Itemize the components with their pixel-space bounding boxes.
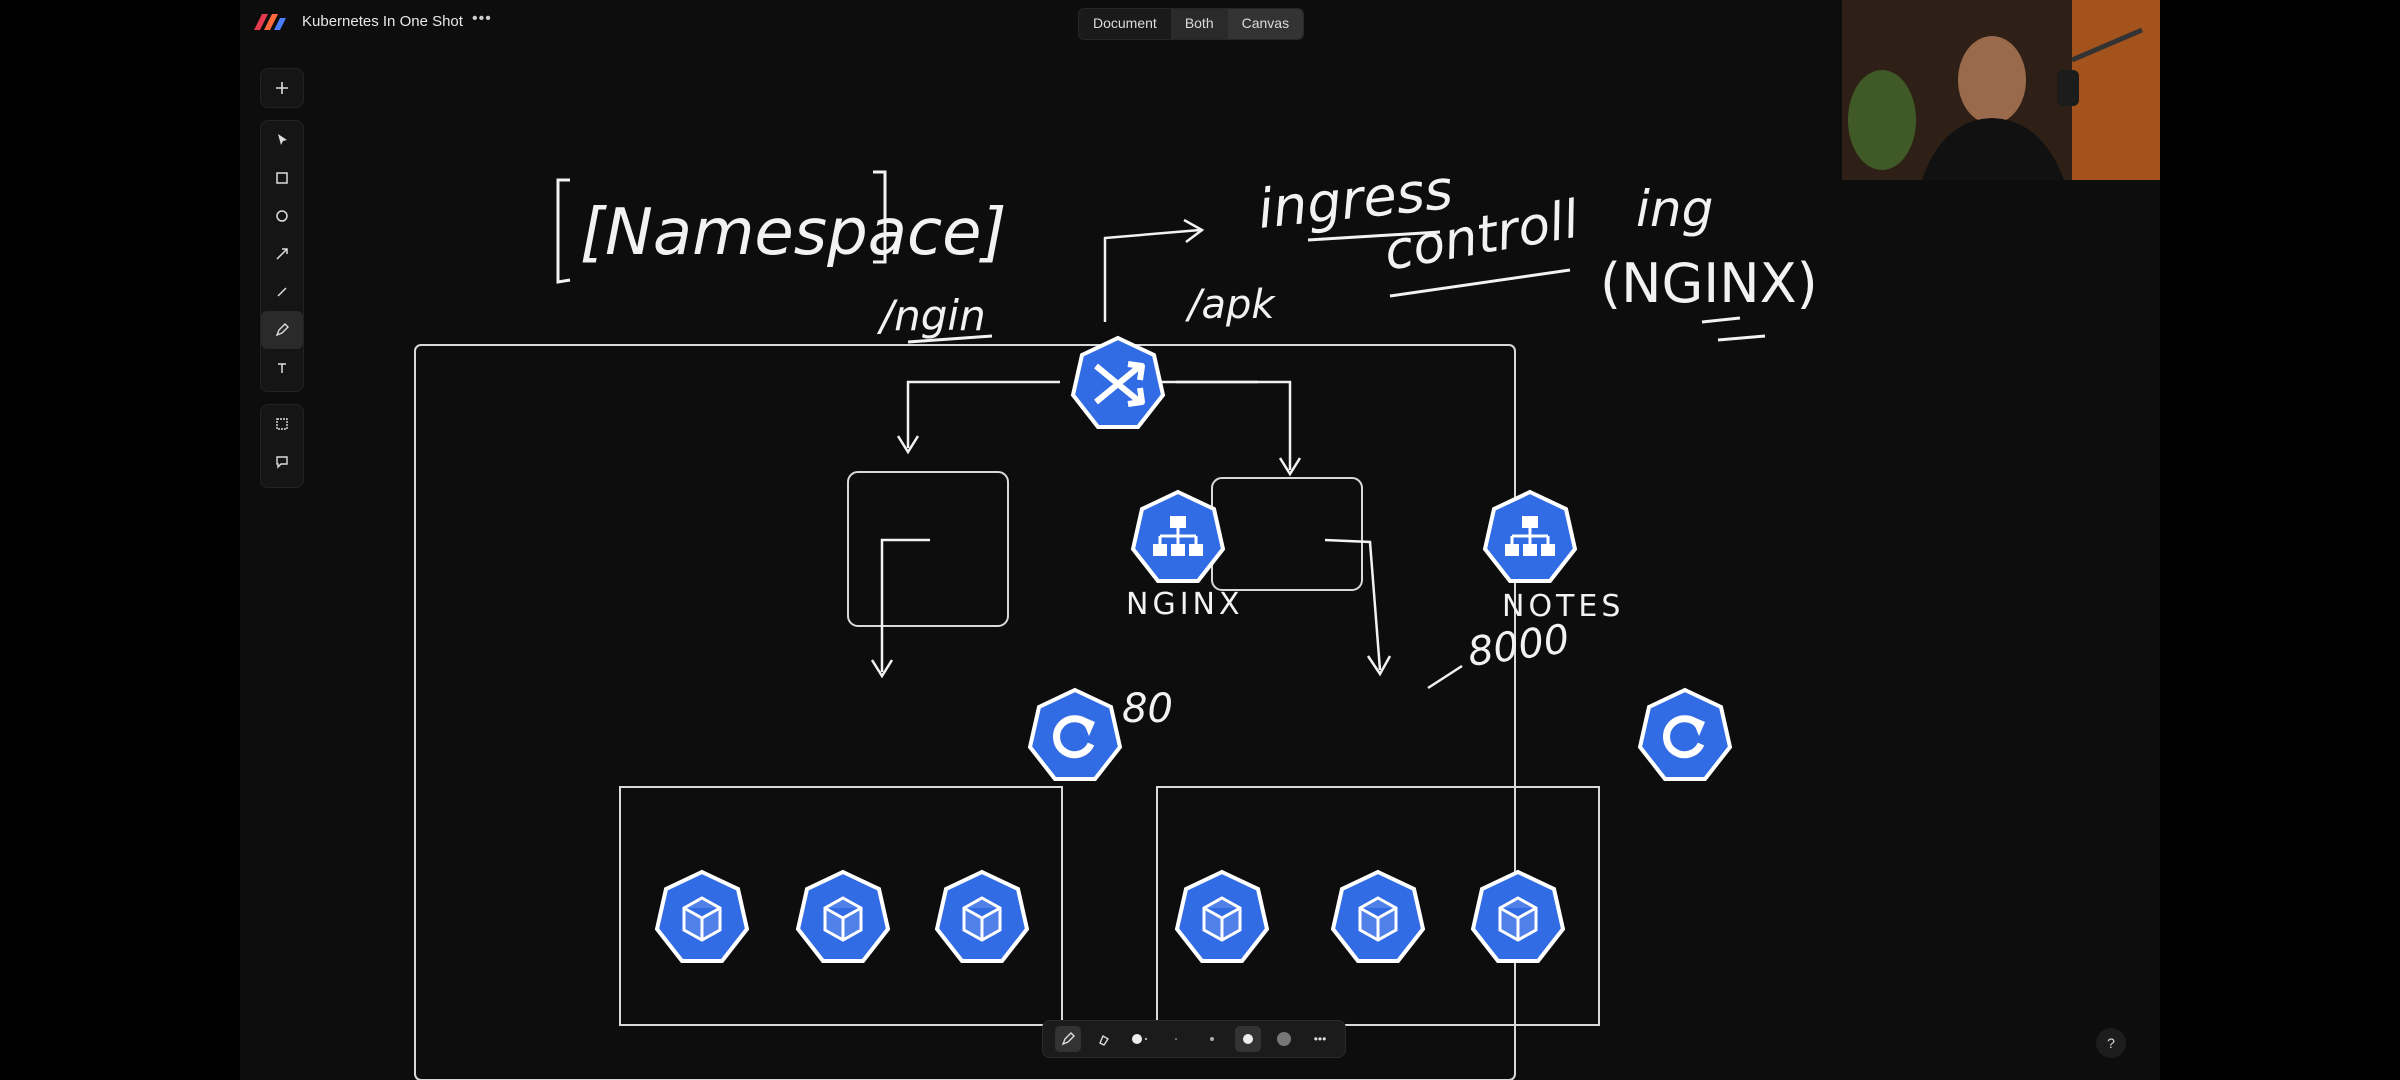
stroke-m-icon[interactable]: [1235, 1026, 1261, 1052]
nginx-underline: [1701, 316, 1766, 342]
service-icon-notes: [1483, 490, 1577, 583]
drawbar-more-icon[interactable]: •••: [1313, 1032, 1327, 1046]
whiteboard-canvas[interactable]: [Namespace] ingress controll ing (NGINX)…: [240, 46, 2160, 1080]
document-title[interactable]: Kubernetes In One Shot: [302, 13, 463, 30]
top-bar: Kubernetes In One Shot ••• Document Both…: [240, 0, 2160, 46]
presenter-webcam: [1842, 0, 2160, 180]
help-button[interactable]: ?: [2096, 1028, 2126, 1058]
service-box-left: [847, 471, 1009, 627]
app-logo-icon: [254, 14, 286, 30]
pencil-icon[interactable]: [261, 311, 303, 349]
extra-tools-group: [260, 404, 304, 488]
comment-icon[interactable]: [261, 443, 303, 481]
ing-label: ing: [1636, 180, 1713, 238]
rectangle-icon[interactable]: [261, 159, 303, 197]
app-window: Kubernetes In One Shot ••• Document Both…: [240, 0, 2160, 1080]
more-options-icon[interactable]: •••: [472, 10, 492, 27]
service-icon-nginx: [1131, 490, 1225, 583]
path-apk-label: /apk: [1185, 282, 1276, 328]
stroke-xs-icon[interactable]: [1163, 1026, 1189, 1052]
text-icon[interactable]: [261, 349, 303, 387]
arrow-icon[interactable]: [261, 235, 303, 273]
pod-icon: [935, 870, 1029, 963]
add-icon[interactable]: [261, 69, 303, 107]
tab-document[interactable]: Document: [1093, 15, 1157, 31]
pod-icon: [1331, 870, 1425, 963]
pod-icon: [796, 870, 890, 963]
ellipse-icon[interactable]: [261, 197, 303, 235]
service-box-right: [1211, 477, 1363, 591]
deployment-icon-left: [1028, 688, 1122, 781]
left-toolbar: [260, 68, 304, 488]
port-left-label: 80: [1122, 686, 1173, 732]
ingress-icon: [1071, 336, 1165, 429]
drawing-toolbar: •••: [1042, 1020, 1346, 1058]
namespace-bracket: [556, 170, 887, 284]
service-right-label: NOTES: [1502, 589, 1624, 624]
presenter-image: [1842, 0, 2160, 180]
namespace-boundary: [414, 344, 1516, 1080]
nginx-controller-label: (NGINX): [1600, 252, 1818, 315]
tab-both[interactable]: Both: [1170, 9, 1228, 39]
stroke-l-icon[interactable]: [1271, 1026, 1297, 1052]
service-left-label: NGINX: [1126, 587, 1244, 622]
drawing-tools-group: [260, 120, 304, 392]
line-icon[interactable]: [261, 273, 303, 311]
controller-underline: [1389, 268, 1571, 298]
deployment-icon-right: [1638, 688, 1732, 781]
select-cursor-icon[interactable]: [261, 121, 303, 159]
pod-icon: [1471, 870, 1565, 963]
pods-group-left: [619, 786, 1063, 1026]
path-nginx-underline: [907, 334, 993, 344]
frame-icon[interactable]: [261, 405, 303, 443]
view-switch: Document Both Canvas: [1078, 8, 1305, 40]
pod-icon: [655, 870, 749, 963]
color-picker-icon[interactable]: [1127, 1026, 1153, 1052]
port-right-label: 8000: [1465, 616, 1572, 676]
highlighter-icon[interactable]: [1091, 1026, 1117, 1052]
add-group: [260, 68, 304, 108]
pods-group-right: [1156, 786, 1600, 1026]
stroke-s-icon[interactable]: [1199, 1026, 1225, 1052]
namespace-label: [Namespace]: [580, 196, 1007, 270]
pen-icon[interactable]: [1055, 1026, 1081, 1052]
pod-icon: [1175, 870, 1269, 963]
tab-canvas[interactable]: Canvas: [1227, 9, 1304, 39]
path-nginx-label: /ngin: [876, 291, 986, 340]
ingress-underline: [1307, 230, 1441, 242]
